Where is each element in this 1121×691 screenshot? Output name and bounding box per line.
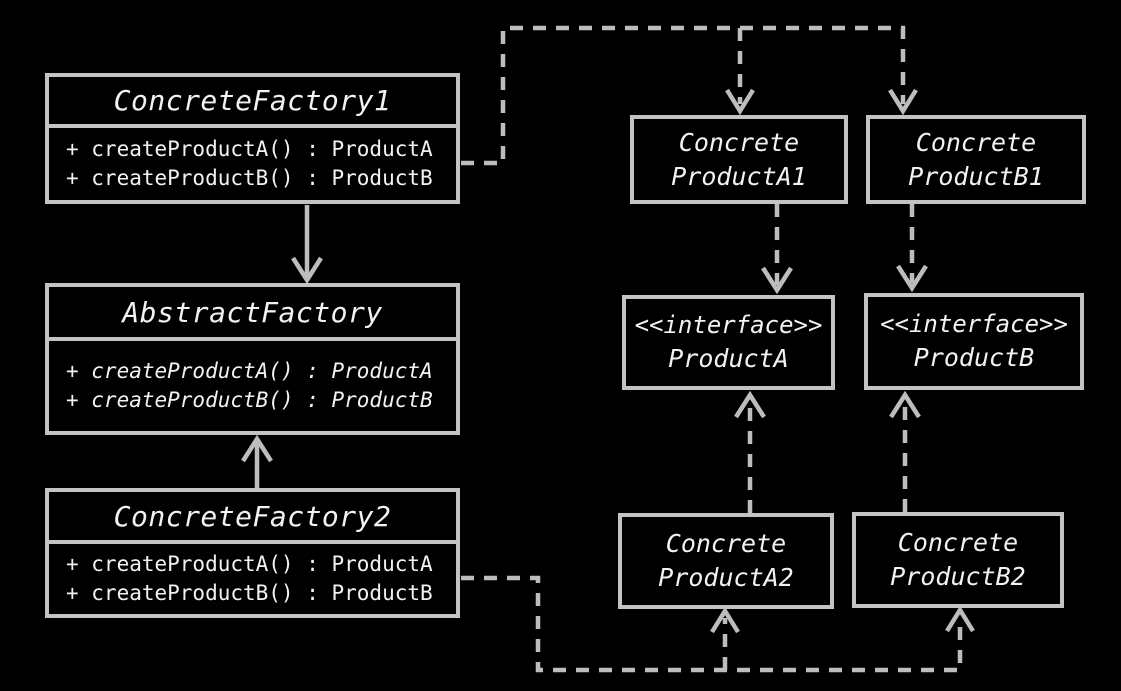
interface-stereotype: <<interface>> [880, 310, 1068, 339]
arrow-cpa2-to-producta [734, 390, 766, 513]
class-title-line: Concrete [915, 127, 1037, 157]
class-title-line: ProductB2 [890, 562, 1026, 591]
class-title-line: Concrete [678, 127, 800, 157]
class-box-concrete-product-b1: Concrete ProductB1 [866, 115, 1086, 204]
arrow-cf2-to-abstractfactory [241, 434, 273, 488]
arrow-cpb1-to-productb [896, 204, 928, 293]
class-box-abstract-factory: AbstractFactory + createProductA() : Pro… [45, 283, 460, 435]
method-line: + createProductB() : ProductB [66, 166, 433, 190]
method-line: + createProductA() : ProductA [66, 359, 433, 383]
method-line: + createProductB() : ProductB [66, 581, 433, 605]
arrow-cf1-to-abstractfactory [291, 205, 323, 285]
class-title-line: Concrete [897, 528, 1019, 558]
interface-box-product-b: <<interface>> ProductB [864, 293, 1084, 390]
method-line: + createProductA() : ProductA [66, 137, 433, 161]
arrow-cf2-to-products-route [461, 575, 975, 673]
class-title-line: Concrete [665, 529, 787, 559]
class-title: ConcreteFactory2 [49, 492, 456, 544]
class-title-line: ProductA2 [658, 563, 794, 592]
interface-stereotype: <<interface>> [634, 311, 823, 340]
class-box-concrete-product-b2: Concrete ProductB2 [852, 512, 1064, 608]
class-methods: + createProductA() : ProductA + createPr… [49, 341, 456, 431]
class-title: AbstractFactory [49, 287, 456, 341]
class-box-concrete-product-a2: Concrete ProductA2 [618, 513, 834, 609]
arrow-cpa1-to-producta [761, 204, 793, 295]
method-line: + createProductB() : ProductB [66, 388, 433, 412]
class-box-concrete-factory-1: ConcreteFactory1 + createProductA() : Pr… [45, 73, 460, 204]
interface-box-product-a: <<interface>> ProductA [622, 295, 835, 390]
class-box-concrete-product-a1: Concrete ProductA1 [630, 115, 848, 204]
class-title-line: ProductB1 [908, 161, 1044, 191]
interface-name: ProductB [913, 342, 1035, 372]
arrow-cf1-to-products-route [461, 25, 918, 166]
class-methods: + createProductA() : ProductA + createPr… [49, 128, 456, 200]
arrow-cpb2-to-productb [889, 390, 921, 512]
method-line: + createProductA() : ProductA [66, 552, 433, 576]
class-title-line: ProductA1 [671, 161, 807, 191]
class-box-concrete-factory-2: ConcreteFactory2 + createProductA() : Pr… [45, 488, 460, 618]
interface-name: ProductA [668, 343, 789, 373]
class-title: ConcreteFactory1 [49, 77, 456, 128]
class-methods: + createProductA() : ProductA + createPr… [49, 544, 456, 614]
